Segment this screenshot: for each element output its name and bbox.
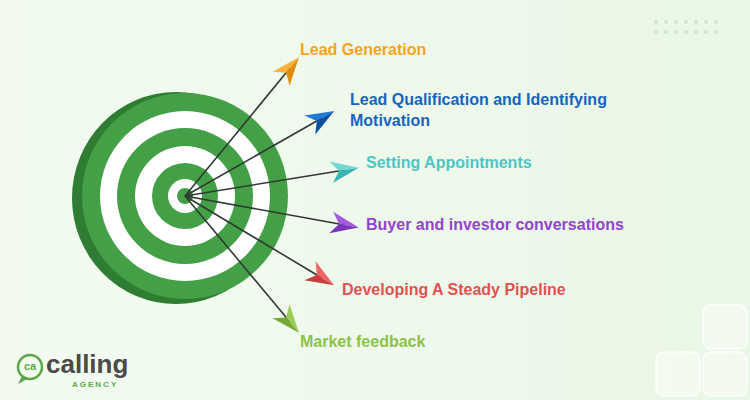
- arrow-fletching: [329, 212, 360, 239]
- logo-wordmark: calling: [46, 350, 166, 378]
- arrow-fletching: [329, 157, 360, 183]
- step-label: Setting Appointments: [366, 153, 706, 173]
- dot-grid: [654, 20, 718, 34]
- arrow-fletching: [304, 102, 339, 135]
- arrow-fletching: [304, 261, 339, 294]
- step-label: Market feedback: [300, 332, 600, 352]
- step-label: Lead Qualification and Identifying Motiv…: [350, 89, 680, 131]
- decor-squares: [656, 305, 747, 396]
- target: [72, 92, 288, 304]
- step-label: Lead Generation: [300, 40, 600, 60]
- logo-tagline: AGENCY: [72, 380, 162, 390]
- arrow-shafts: [185, 68, 345, 322]
- logo-mark: ca: [18, 359, 42, 373]
- step-label: Buyer and investor conversations: [366, 215, 736, 235]
- logo-icon: [18, 355, 42, 384]
- step-label: Developing A Steady Pipeline: [342, 280, 712, 300]
